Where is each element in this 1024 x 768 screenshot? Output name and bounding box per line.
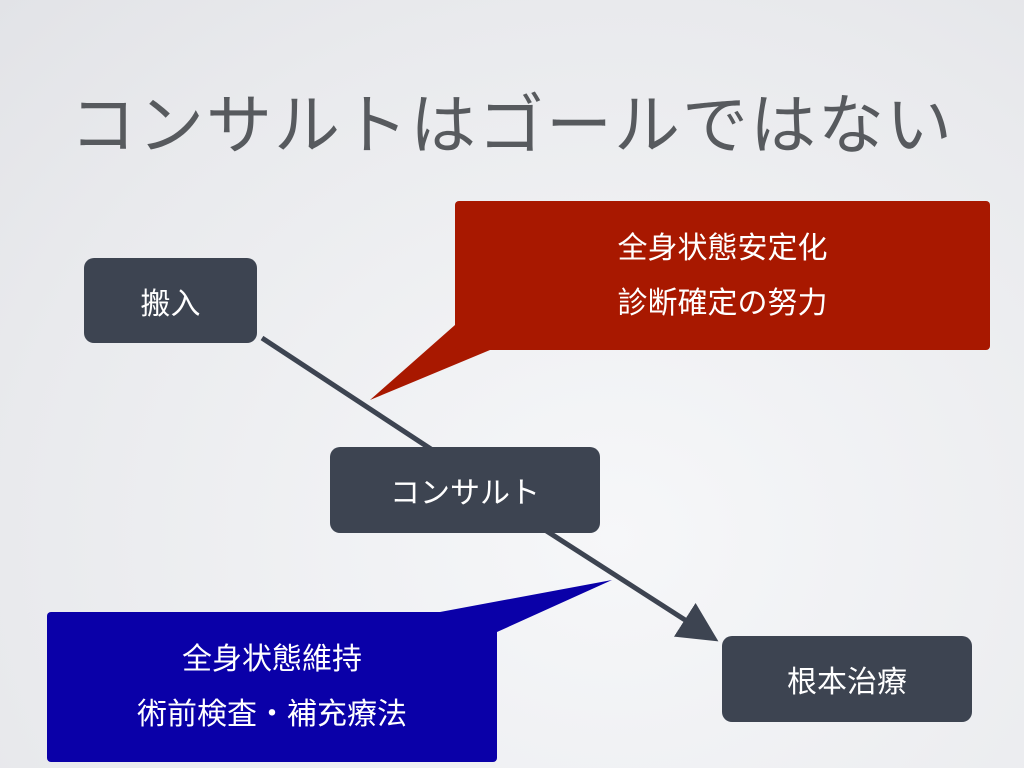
red-callout: 全身状態安定化 診断確定の努力 [455, 201, 990, 350]
arrow-consult-to-definitive [543, 527, 719, 642]
node-consult: コンサルト [330, 447, 600, 533]
node-arrival: 搬入 [84, 258, 257, 343]
red-callout-line2: 診断確定の努力 [617, 285, 828, 321]
blue-callout-line1: 全身状態維持 [182, 642, 362, 677]
blue-callout: 全身状態維持 術前検査・補充療法 [47, 612, 497, 762]
node-definitive: 根本治療 [722, 636, 972, 722]
blue-callout-line2: 術前検査・補充療法 [137, 697, 407, 732]
red-callout-line1: 全身状態安定化 [617, 230, 828, 266]
slide-title: コンサルトはゴールではない [70, 87, 954, 164]
arrow-arrival-to-consult [260, 335, 442, 458]
